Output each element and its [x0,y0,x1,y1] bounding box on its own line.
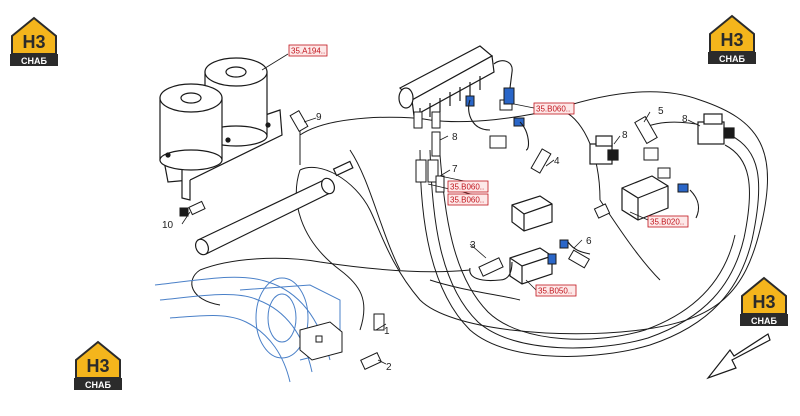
logo-bottom-left: H3 СНАБ [73,341,123,391]
logo-top-right: H3 СНАБ [707,15,757,65]
callout-10: 10 [162,220,174,231]
callout-4: 4 [554,156,560,167]
fittings [179,99,671,370]
cylinder-tube [194,160,354,256]
svg-text:35.B050..: 35.B050.. [538,287,572,296]
ref-b050[interactable]: 35.B050.. [535,284,577,297]
reference-labels: 35.A194.. 35.B060.. 35.B060.. 35.B060.. … [288,44,689,297]
callout-9: 9 [316,112,322,123]
valve-block-center [511,195,553,232]
logo-mark: H3 [752,292,775,312]
svg-text:35.A194..: 35.A194.. [291,47,325,56]
callout-numbers: 1 2 3 4 5 6 7 8 8 8 9 10 [162,106,688,373]
logo-mark: H3 [22,32,45,52]
ref-b060-mid1[interactable]: 35.B060.. [447,180,489,193]
callout-6: 6 [586,236,592,247]
solenoid-valve-right [697,113,735,145]
callout-7: 7 [452,164,458,175]
logo-caption: СНАБ [85,380,111,390]
direction-arrow-icon [706,333,771,380]
filter-tank-assembly [159,57,283,201]
logo-mid-right: H3 СНАБ [739,277,789,327]
logo-caption: СНАБ [21,56,47,66]
callout-8-center: 8 [622,130,628,141]
svg-text:35.B060..: 35.B060.. [450,196,484,205]
callout-3: 3 [470,240,476,251]
ref-b020[interactable]: 35.B020.. [647,215,689,228]
svg-text:35.B060..: 35.B060.. [450,183,484,192]
callout-5: 5 [658,106,664,117]
valve-block-right [621,175,669,221]
ref-a194[interactable]: 35.A194.. [288,44,328,57]
logo-caption: СНАБ [719,54,745,64]
logo-caption: СНАБ [751,316,777,326]
bracket-part [299,321,343,361]
callout-2: 2 [386,362,392,373]
ref-b060-mid2[interactable]: 35.B060.. [447,193,489,206]
manifold-bar [398,45,495,122]
logo-mark: H3 [720,30,743,50]
callout-8-right: 8 [682,114,688,125]
callout-8-left: 8 [452,132,458,143]
logo-mark: H3 [86,356,109,376]
valve-block-lower [509,247,553,285]
logo-top-left: H3 СНАБ [9,17,59,67]
ref-b060-top[interactable]: 35.B060.. [533,102,575,115]
solenoid-valve-center [589,135,619,165]
svg-text:35.B060..: 35.B060.. [536,105,570,114]
blue-fittings [465,87,689,265]
small-hoses [468,60,700,282]
callout-1: 1 [384,326,390,337]
svg-text:35.B020..: 35.B020.. [650,218,684,227]
